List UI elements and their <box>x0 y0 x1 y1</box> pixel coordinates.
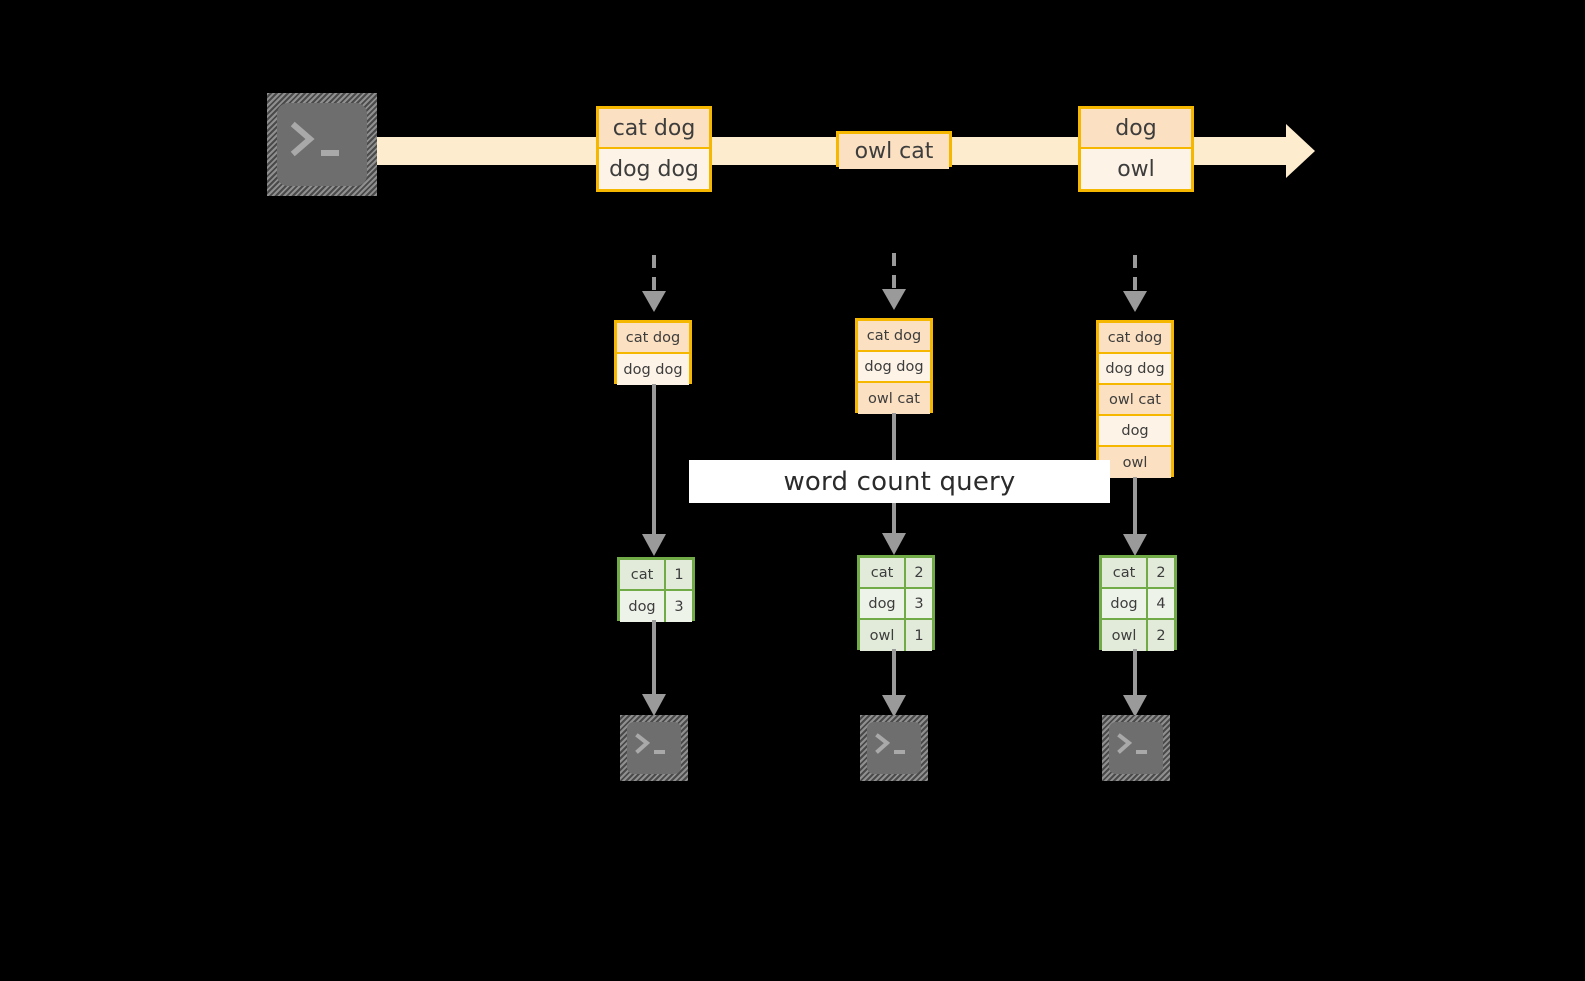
stream-record: cat dog <box>599 109 709 149</box>
prompt-caret-underscore-icon <box>290 121 339 157</box>
column-1-result-table: cat 1 dog 3 <box>617 557 695 622</box>
stream-arrow-head-icon <box>1286 124 1315 178</box>
result-word: cat <box>860 558 906 587</box>
result-word: cat <box>620 560 666 589</box>
table-row: owl 1 <box>860 620 932 651</box>
terminal-screen <box>867 722 921 774</box>
result-count: 3 <box>666 591 692 622</box>
table-row: dog 3 <box>620 591 692 622</box>
column-1-buffer: cat dog dog dog <box>614 320 692 385</box>
buffer-record: dog dog <box>858 352 930 383</box>
buffer-record: cat dog <box>1099 323 1171 354</box>
stream-record: owl <box>1081 149 1191 189</box>
table-row: owl 2 <box>1102 620 1174 651</box>
table-row: cat 2 <box>1102 558 1174 589</box>
prompt-caret-underscore-icon <box>1117 733 1147 754</box>
buffer-record: cat dog <box>617 323 689 354</box>
column-3-sink-arrow-icon <box>1123 649 1147 717</box>
column-1-sink-terminal-icon[interactable] <box>620 715 688 781</box>
column-2-sink-arrow-icon <box>882 649 906 717</box>
buffer-record: owl cat <box>858 383 930 414</box>
column-2-sink-terminal-icon[interactable] <box>860 715 928 781</box>
column-2-buffer: cat dog dog dog owl cat <box>855 318 933 414</box>
result-count: 4 <box>1148 589 1174 618</box>
result-word: cat <box>1102 558 1148 587</box>
query-banner: word count query <box>689 460 1110 503</box>
result-count: 2 <box>1148 620 1174 651</box>
terminal-screen <box>627 722 681 774</box>
column-3-buffer: cat dog dog dog owl cat dog owl <box>1096 320 1174 478</box>
result-word: owl <box>860 620 906 651</box>
column-3-sink-terminal-icon[interactable] <box>1102 715 1170 781</box>
table-row: cat 1 <box>620 560 692 591</box>
result-word: dog <box>1102 589 1148 618</box>
column-3-query-arrow-icon <box>1123 477 1147 556</box>
result-count: 2 <box>906 558 932 587</box>
stream-record: owl cat <box>839 134 949 169</box>
stream-record: dog dog <box>599 149 709 189</box>
prompt-caret-underscore-icon <box>635 733 665 754</box>
terminal-screen <box>1109 722 1163 774</box>
prompt-caret-underscore-icon <box>875 733 905 754</box>
stream-record-group-3: dog owl <box>1078 106 1194 192</box>
stream-record-group-2: owl cat <box>836 131 952 169</box>
result-word: dog <box>620 591 666 622</box>
result-word: owl <box>1102 620 1148 651</box>
buffer-record: owl <box>1099 447 1171 478</box>
result-word: dog <box>860 589 906 618</box>
stream-record: dog <box>1081 109 1191 149</box>
column-2-result-table: cat 2 dog 3 owl 1 <box>857 555 935 651</box>
column-1-inbound-dashed-arrow-icon <box>642 255 666 312</box>
result-count: 2 <box>1148 558 1174 587</box>
result-count: 1 <box>666 560 692 589</box>
column-1-query-arrow-icon <box>642 384 666 556</box>
buffer-record: dog dog <box>617 354 689 385</box>
buffer-record: dog <box>1099 416 1171 447</box>
column-3-result-table: cat 2 dog 4 owl 2 <box>1099 555 1177 651</box>
column-2-inbound-dashed-arrow-icon <box>882 253 906 310</box>
column-3-inbound-dashed-arrow-icon <box>1123 255 1147 312</box>
stream-record-group-1: cat dog dog dog <box>596 106 712 192</box>
buffer-record: dog dog <box>1099 354 1171 385</box>
buffer-record: owl cat <box>1099 385 1171 416</box>
table-row: dog 4 <box>1102 589 1174 620</box>
result-count: 1 <box>906 620 932 651</box>
table-row: dog 3 <box>860 589 932 620</box>
table-row: cat 2 <box>860 558 932 589</box>
result-count: 3 <box>906 589 932 618</box>
query-banner-label: word count query <box>783 466 1016 497</box>
terminal-screen <box>277 103 367 186</box>
column-1-sink-arrow-icon <box>642 620 666 716</box>
source-terminal-icon[interactable] <box>267 93 377 196</box>
buffer-record: cat dog <box>858 321 930 352</box>
